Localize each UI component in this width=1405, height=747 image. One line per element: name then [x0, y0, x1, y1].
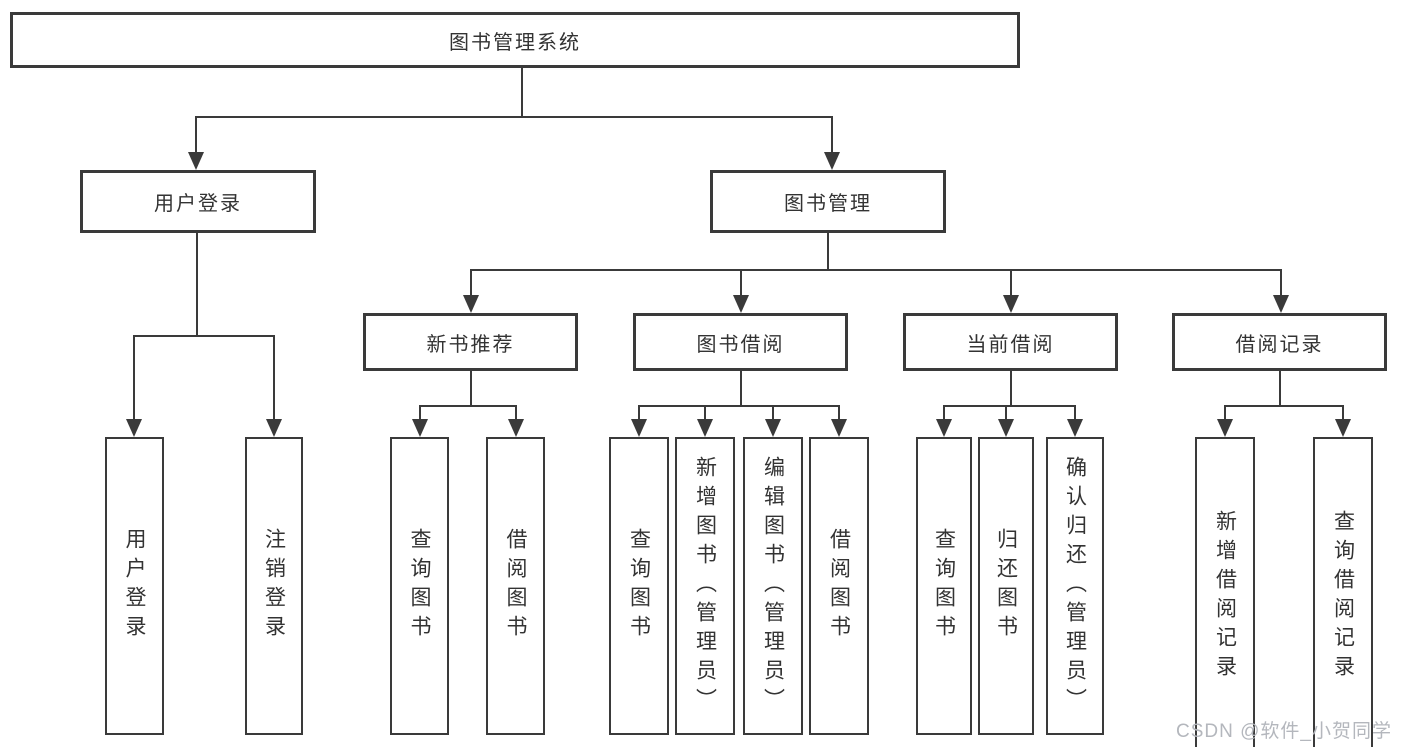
arrow-down-icon: [188, 152, 204, 170]
arrow-down-icon: [1003, 295, 1019, 313]
connector-line: [470, 269, 1282, 271]
connector-line: [521, 66, 523, 118]
arrow-down-icon: [1067, 419, 1083, 437]
arrow-down-icon: [998, 419, 1014, 437]
connector-line: [704, 405, 706, 421]
node-current-borrow: 当前借阅: [903, 313, 1118, 371]
connector-line: [943, 405, 945, 421]
arrow-down-icon: [508, 419, 524, 437]
connector-line: [195, 116, 197, 154]
connector-line: [133, 335, 135, 421]
leaf-logout-label: 注销登录: [262, 528, 286, 644]
connector-line: [740, 369, 742, 407]
leaf-logout: 注销登录: [245, 437, 303, 735]
leaf-return-books-label: 归还图书: [994, 528, 1018, 644]
arrow-down-icon: [266, 419, 282, 437]
leaf-query-books-3-label: 查询图书: [932, 528, 956, 644]
connector-line: [470, 369, 472, 407]
arrow-down-icon: [831, 419, 847, 437]
leaf-confirm-return-admin-label: 确认归还（管理员）: [1063, 455, 1087, 717]
csdn-watermark: CSDN @软件_小贺同学: [1176, 721, 1392, 742]
leaf-query-borrow-record-label: 查询借阅记录: [1331, 510, 1355, 684]
leaf-edit-books-admin: 编辑图书（管理员）: [743, 437, 803, 735]
leaf-return-books: 归还图书: [978, 437, 1034, 735]
leaf-borrow-books-1-label: 借阅图书: [504, 528, 527, 644]
node-new-book-recommend: 新书推荐: [363, 313, 578, 371]
connector-line: [1005, 405, 1007, 421]
leaf-query-books-2-label: 查询图书: [627, 528, 651, 644]
connector-line: [1279, 369, 1281, 407]
connector-line: [838, 405, 840, 421]
connector-line: [740, 269, 742, 297]
arrow-down-icon: [631, 419, 647, 437]
leaf-user-login: 用户登录: [105, 437, 164, 735]
node-library-system: 图书管理系统: [10, 12, 1020, 68]
leaf-query-books-1: 查询图书: [390, 437, 449, 735]
node-book-borrow-label: 图书借阅: [696, 333, 785, 356]
arrow-down-icon: [824, 152, 840, 170]
connector-line: [772, 405, 774, 421]
connector-line: [1224, 405, 1344, 407]
leaf-add-books-admin-label: 新增图书（管理员）: [693, 455, 717, 717]
node-book-management: 图书管理: [710, 170, 946, 233]
node-library-system-label: 图书管理系统: [449, 31, 581, 54]
connector-line: [133, 335, 275, 337]
arrow-down-icon: [1335, 419, 1351, 437]
leaf-add-books-admin: 新增图书（管理员）: [675, 437, 735, 735]
connector-line: [196, 231, 198, 337]
node-new-book-recommend-label: 新书推荐: [426, 333, 515, 356]
leaf-borrow-books-2: 借阅图书: [809, 437, 869, 735]
connector-line: [827, 231, 829, 271]
arrow-down-icon: [1217, 419, 1233, 437]
leaf-confirm-return-admin: 确认归还（管理员）: [1046, 437, 1104, 735]
node-book-borrow: 图书借阅: [633, 313, 848, 371]
leaf-user-login-label: 用户登录: [123, 528, 146, 644]
connector-line: [515, 405, 517, 421]
leaf-query-borrow-record: 查询借阅记录: [1313, 437, 1373, 747]
leaf-query-books-3: 查询图书: [916, 437, 972, 735]
connector-line: [831, 116, 833, 154]
leaf-borrow-books-2-label: 借阅图书: [827, 528, 851, 644]
connector-line: [273, 335, 275, 421]
node-user-login-label: 用户登录: [154, 193, 242, 215]
connector-line: [638, 405, 640, 421]
leaf-query-books-1-label: 查询图书: [408, 528, 431, 644]
node-book-management-label: 图书管理: [784, 193, 872, 215]
leaf-borrow-books-1: 借阅图书: [486, 437, 545, 735]
node-user-login: 用户登录: [80, 170, 316, 233]
leaf-add-borrow-record: 新增借阅记录: [1195, 437, 1255, 747]
connector-line: [1342, 405, 1344, 421]
arrow-down-icon: [765, 419, 781, 437]
leaf-query-books-2: 查询图书: [609, 437, 669, 735]
arrow-down-icon: [126, 419, 142, 437]
connector-line: [638, 405, 840, 407]
arrow-down-icon: [697, 419, 713, 437]
node-borrow-records-label: 借阅记录: [1235, 333, 1324, 356]
arrow-down-icon: [412, 419, 428, 437]
node-borrow-records: 借阅记录: [1172, 313, 1387, 371]
connector-line: [470, 269, 472, 297]
arrow-down-icon: [733, 295, 749, 313]
connector-line: [1010, 269, 1012, 297]
node-current-borrow-label: 当前借阅: [966, 333, 1055, 356]
connector-line: [419, 405, 517, 407]
leaf-edit-books-admin-label: 编辑图书（管理员）: [761, 455, 785, 717]
connector-line: [1224, 405, 1226, 421]
connector-line: [943, 405, 1076, 407]
connector-line: [196, 116, 833, 118]
connector-line: [1280, 269, 1282, 297]
arrow-down-icon: [936, 419, 952, 437]
leaf-add-borrow-record-label: 新增借阅记录: [1213, 510, 1237, 684]
connector-line: [419, 405, 421, 421]
arrow-down-icon: [1273, 295, 1289, 313]
connector-line: [1010, 369, 1012, 407]
connector-line: [1074, 405, 1076, 421]
arrow-down-icon: [463, 295, 479, 313]
